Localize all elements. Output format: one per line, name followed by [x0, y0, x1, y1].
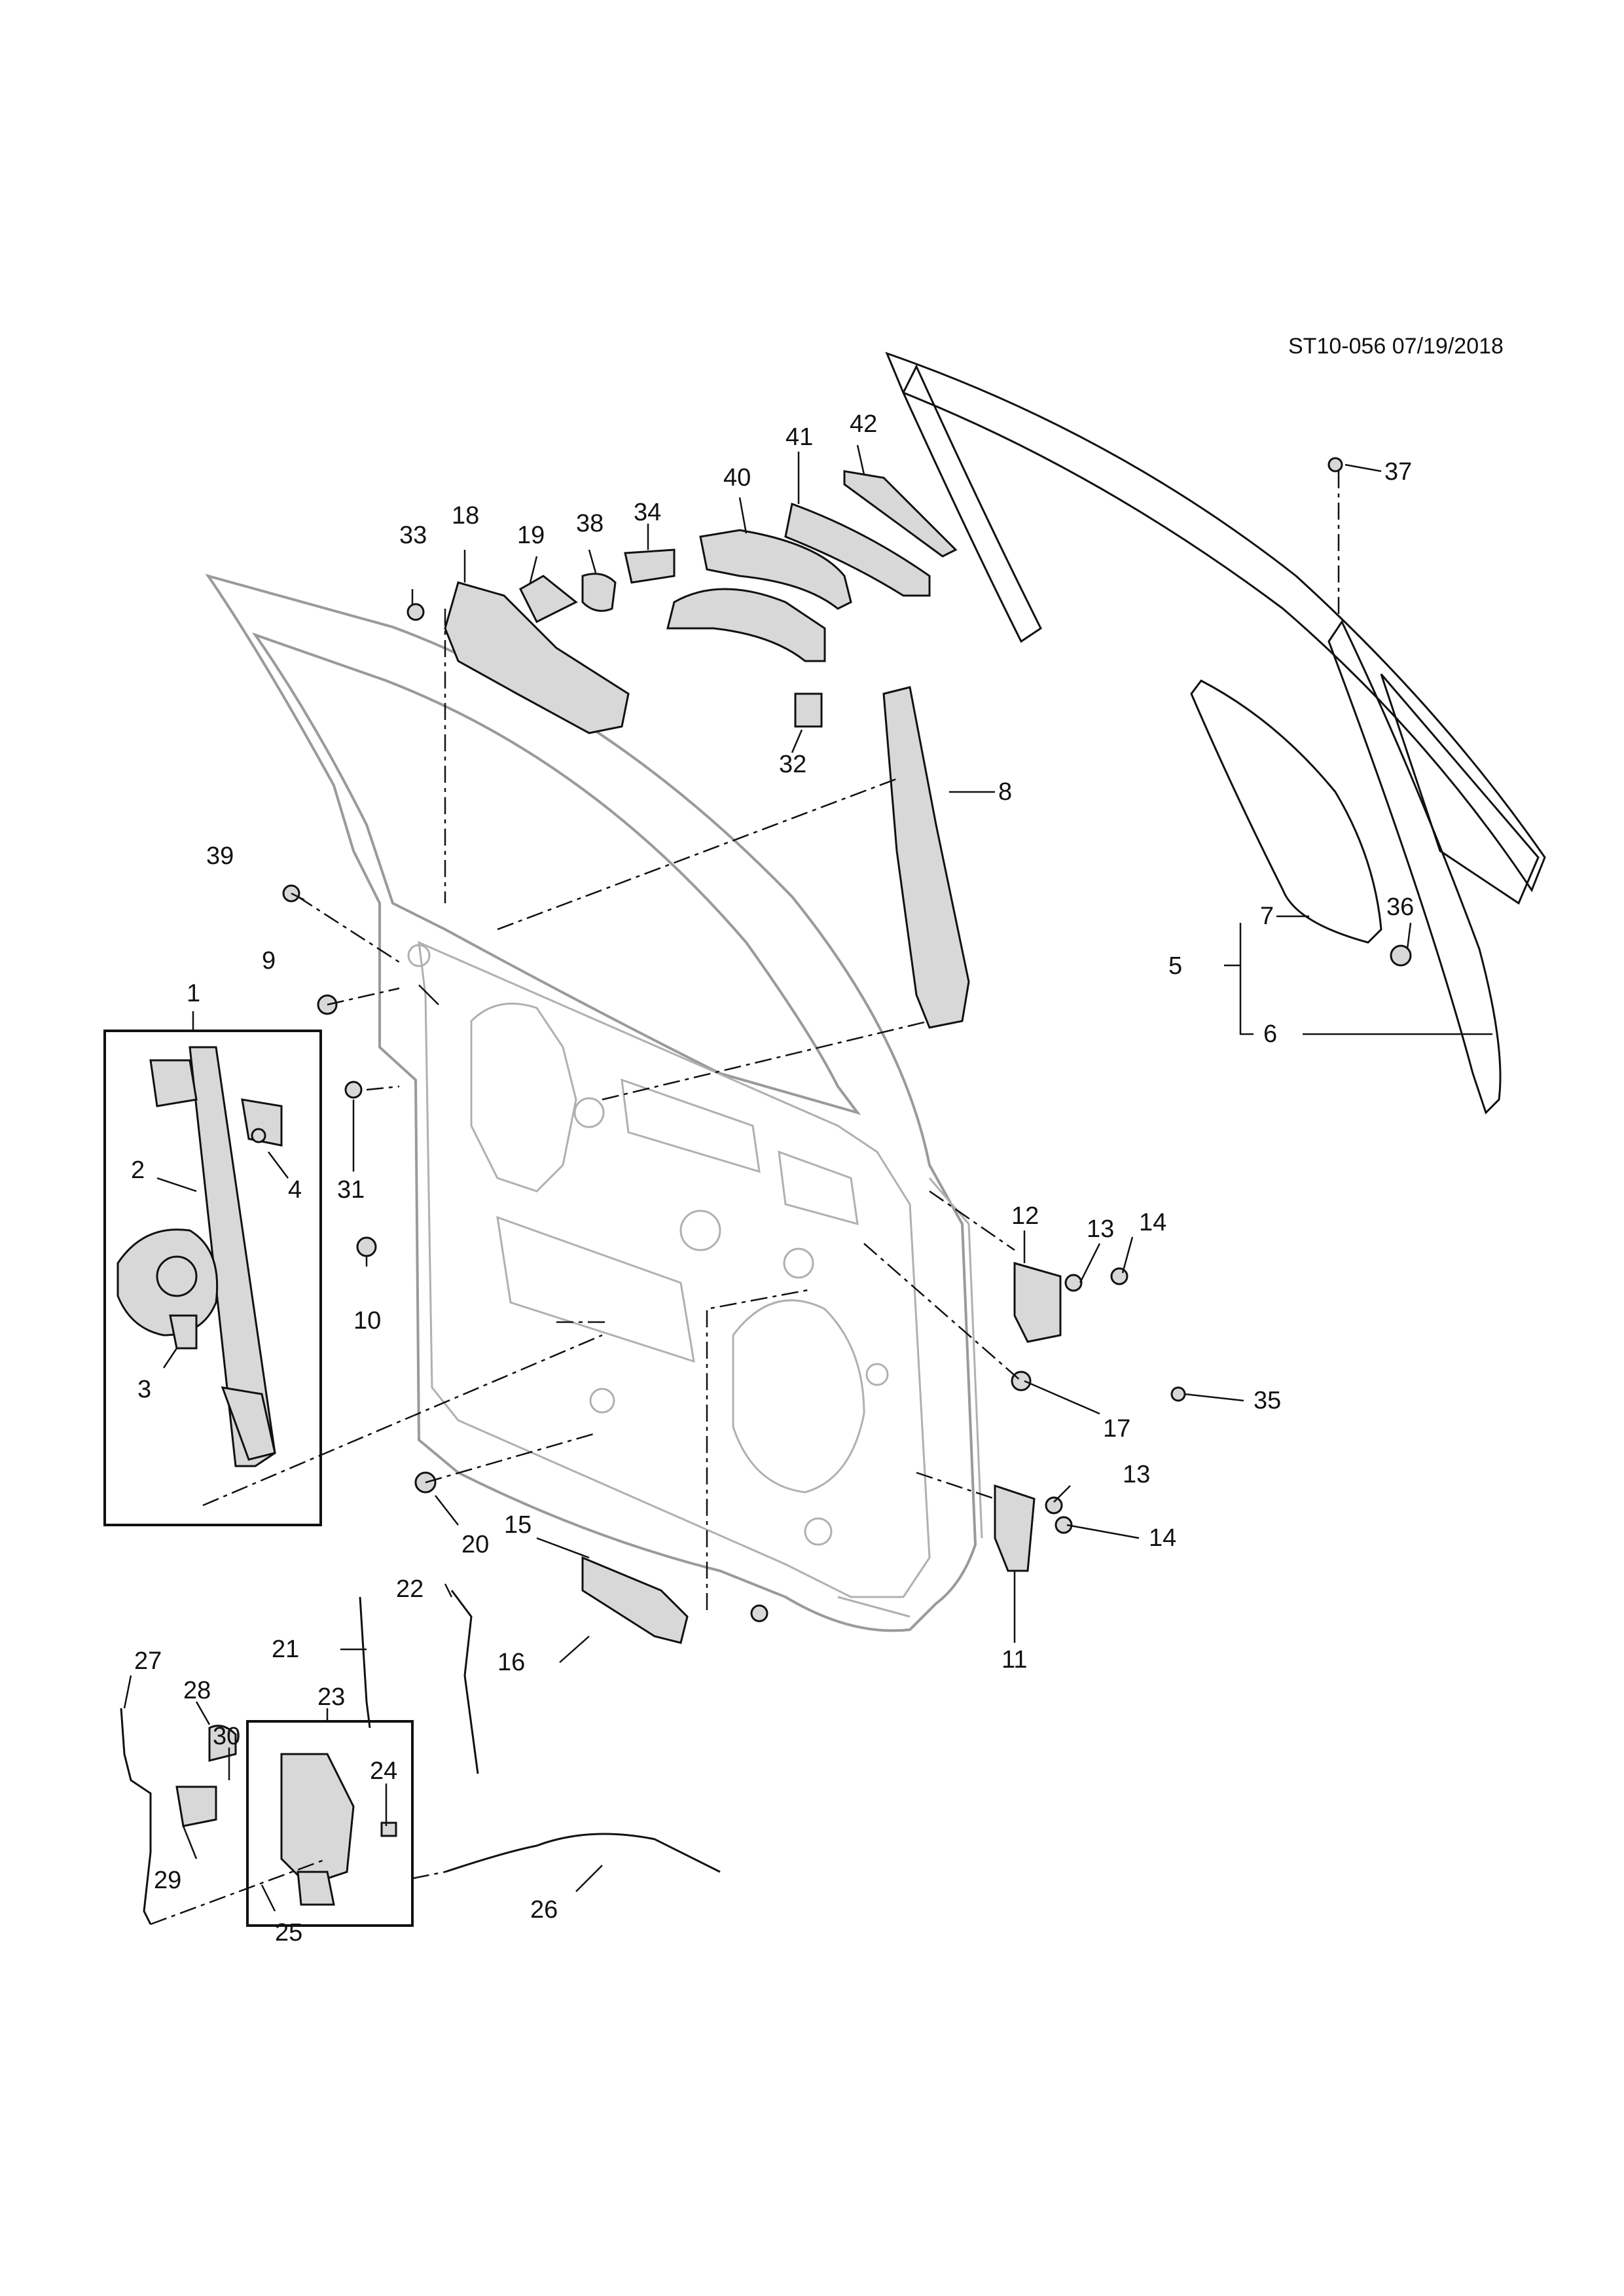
- callout-19: 19: [517, 522, 545, 549]
- callout-17: 17: [1103, 1415, 1130, 1443]
- callout-32: 32: [779, 751, 806, 778]
- window-regulator-assembly: [103, 1030, 322, 1526]
- callout-38: 38: [576, 510, 604, 537]
- callout-20: 20: [461, 1531, 489, 1558]
- callout-5: 5: [1168, 952, 1182, 980]
- callout-6: 6: [1263, 1020, 1277, 1048]
- callout-34: 34: [634, 499, 661, 526]
- callout-16: 16: [497, 1649, 525, 1676]
- callout-12: 12: [1011, 1202, 1039, 1230]
- callout-37: 37: [1384, 458, 1412, 486]
- callout-18: 18: [452, 502, 479, 529]
- callouts: 1 2 3 4 5 6 7 8 9 10 11 12 13 14 13 14 1…: [131, 410, 1414, 1946]
- callout-3: 3: [137, 1376, 151, 1403]
- hinges-and-check-strap: [581, 1262, 1186, 1644]
- callout-28: 28: [183, 1677, 211, 1704]
- callout-23: 23: [317, 1683, 345, 1711]
- callout-1: 1: [187, 980, 200, 1007]
- door-shell: [205, 573, 983, 1632]
- outside-handle-parts: [406, 470, 958, 734]
- callout-21: 21: [272, 1636, 299, 1663]
- callout-7: 7: [1260, 903, 1274, 930]
- callout-35: 35: [1254, 1387, 1281, 1414]
- quarter-glass: [1190, 679, 1382, 944]
- callout-42: 42: [850, 410, 877, 438]
- callout-30: 30: [213, 1723, 240, 1750]
- callout-27: 27: [134, 1647, 162, 1675]
- callout-41: 41: [785, 423, 813, 451]
- callout-8: 8: [998, 778, 1012, 806]
- door-latch-assembly: [246, 1720, 414, 1927]
- callout-10: 10: [353, 1307, 381, 1335]
- callout-29: 29: [154, 1867, 181, 1894]
- reference-code: ST10-056 07/19/2018: [1288, 334, 1504, 359]
- callout-39: 39: [206, 842, 234, 870]
- rear-channel: [882, 686, 970, 1029]
- callout-14b: 14: [1149, 1524, 1176, 1552]
- callout-11: 11: [1001, 1646, 1027, 1674]
- callout-36: 36: [1386, 893, 1414, 921]
- callout-13b: 13: [1123, 1461, 1150, 1488]
- callout-26: 26: [530, 1896, 558, 1924]
- callout-14a: 14: [1139, 1209, 1166, 1236]
- callout-4: 4: [288, 1176, 302, 1204]
- window-frame-channel: [885, 351, 1546, 1115]
- callout-25: 25: [275, 1919, 302, 1946]
- alignment-lines: [150, 471, 1340, 1926]
- callout-31: 31: [337, 1176, 365, 1204]
- callout-15: 15: [504, 1511, 532, 1539]
- callout-40: 40: [723, 464, 751, 492]
- rods-and-cables: [120, 1590, 721, 1925]
- leader-lines: [123, 444, 1492, 1912]
- callout-24: 24: [370, 1757, 397, 1785]
- callout-13a: 13: [1087, 1215, 1114, 1243]
- callout-33: 33: [399, 522, 427, 549]
- callout-9: 9: [262, 947, 276, 975]
- callout-2: 2: [131, 1157, 145, 1184]
- callout-22: 22: [396, 1575, 424, 1603]
